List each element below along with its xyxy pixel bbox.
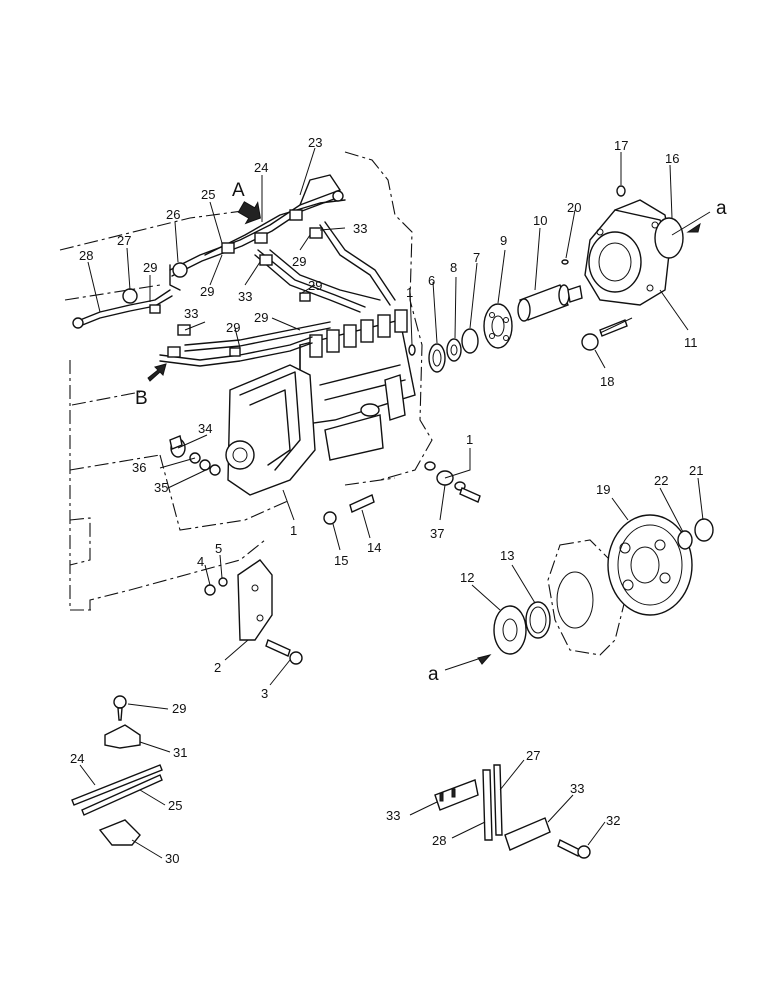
arrow-head-icon <box>686 222 701 233</box>
callout-1-a: 1 <box>406 285 413 300</box>
callout-13: 13 <box>500 548 514 563</box>
fuel-injection-pipes <box>72 174 396 367</box>
callout-1-c: 1 <box>466 432 473 447</box>
callout-25-b: 25 <box>168 798 182 813</box>
small-hardware <box>169 435 481 665</box>
reference-arrows <box>477 222 701 665</box>
arrow-b-icon <box>147 363 167 382</box>
callout-15: 15 <box>334 553 348 568</box>
callout-1-b: 1 <box>290 523 297 538</box>
callout-8: 8 <box>450 260 457 275</box>
coupling-parts <box>408 259 583 373</box>
leader-lines <box>79 147 711 859</box>
callout-3: 3 <box>261 686 268 701</box>
callout-9: 9 <box>500 233 507 248</box>
view-label-B: B <box>135 388 148 409</box>
callout-29-c: 29 <box>200 284 214 299</box>
view-arrows <box>147 201 261 382</box>
clamp-detail-left <box>71 695 163 846</box>
callout-28-b: 28 <box>432 833 446 848</box>
reference-label-a-bottom: a <box>428 664 439 685</box>
delivery-valve-holders <box>309 309 408 358</box>
view-label-A: A <box>232 180 245 201</box>
callout-24: 24 <box>254 160 268 175</box>
callout-16: 16 <box>665 151 679 166</box>
callout-30: 30 <box>165 851 179 866</box>
callout-29-f: 29 <box>254 310 268 325</box>
callout-27: 27 <box>117 233 131 248</box>
callout-7: 7 <box>473 250 480 265</box>
callout-20: 20 <box>567 200 581 215</box>
callout-26: 26 <box>166 207 180 222</box>
callout-35: 35 <box>154 480 168 495</box>
pipe-clamps <box>149 209 323 358</box>
callout-11: 11 <box>684 335 698 350</box>
callout-31: 31 <box>173 745 187 760</box>
callout-28: 28 <box>79 248 93 263</box>
callout-37: 37 <box>430 526 444 541</box>
injection-pump-body <box>225 319 416 496</box>
callout-32: 32 <box>606 813 620 828</box>
callout-27-b: 27 <box>526 748 540 763</box>
callout-29-e: 29 <box>226 320 240 335</box>
callout-6: 6 <box>428 273 435 288</box>
callout-19: 19 <box>596 482 610 497</box>
arrow-a-icon <box>237 201 261 225</box>
callout-36: 36 <box>132 460 146 475</box>
callout-22: 22 <box>654 473 668 488</box>
clamp-detail-right <box>434 764 591 859</box>
gear-housing-assembly <box>581 185 684 351</box>
arrow-head-icon <box>477 654 492 665</box>
engine-block-outline <box>59 151 433 611</box>
callout-33-c: 33 <box>184 306 198 321</box>
callout-5: 5 <box>215 541 222 556</box>
callout-29-a: 29 <box>143 260 157 275</box>
callout-33-e: 33 <box>570 781 584 796</box>
callout-29-g: 29 <box>172 701 186 716</box>
callout-labels: 23 24 25 26 27 28 29 29 29 29 29 29 33 3… <box>70 135 727 866</box>
callout-29-d: 29 <box>308 278 322 293</box>
callout-12: 12 <box>460 570 474 585</box>
callout-18: 18 <box>600 374 614 389</box>
callout-2: 2 <box>214 660 221 675</box>
callout-25: 25 <box>201 187 215 202</box>
callout-24-b: 24 <box>70 751 84 766</box>
callout-33-d: 33 <box>386 808 400 823</box>
callout-33-a: 33 <box>353 221 367 236</box>
callout-21: 21 <box>689 463 703 478</box>
reference-label-a-top: a <box>716 198 727 219</box>
callout-4: 4 <box>197 554 204 569</box>
timing-gear-assembly <box>493 514 714 656</box>
callout-17: 17 <box>614 138 628 153</box>
callout-34: 34 <box>198 421 212 436</box>
callout-23: 23 <box>308 135 322 150</box>
callout-14: 14 <box>367 540 381 555</box>
callout-33-b: 33 <box>238 289 252 304</box>
callout-29-b: 29 <box>292 254 306 269</box>
callout-10: 10 <box>533 213 547 228</box>
